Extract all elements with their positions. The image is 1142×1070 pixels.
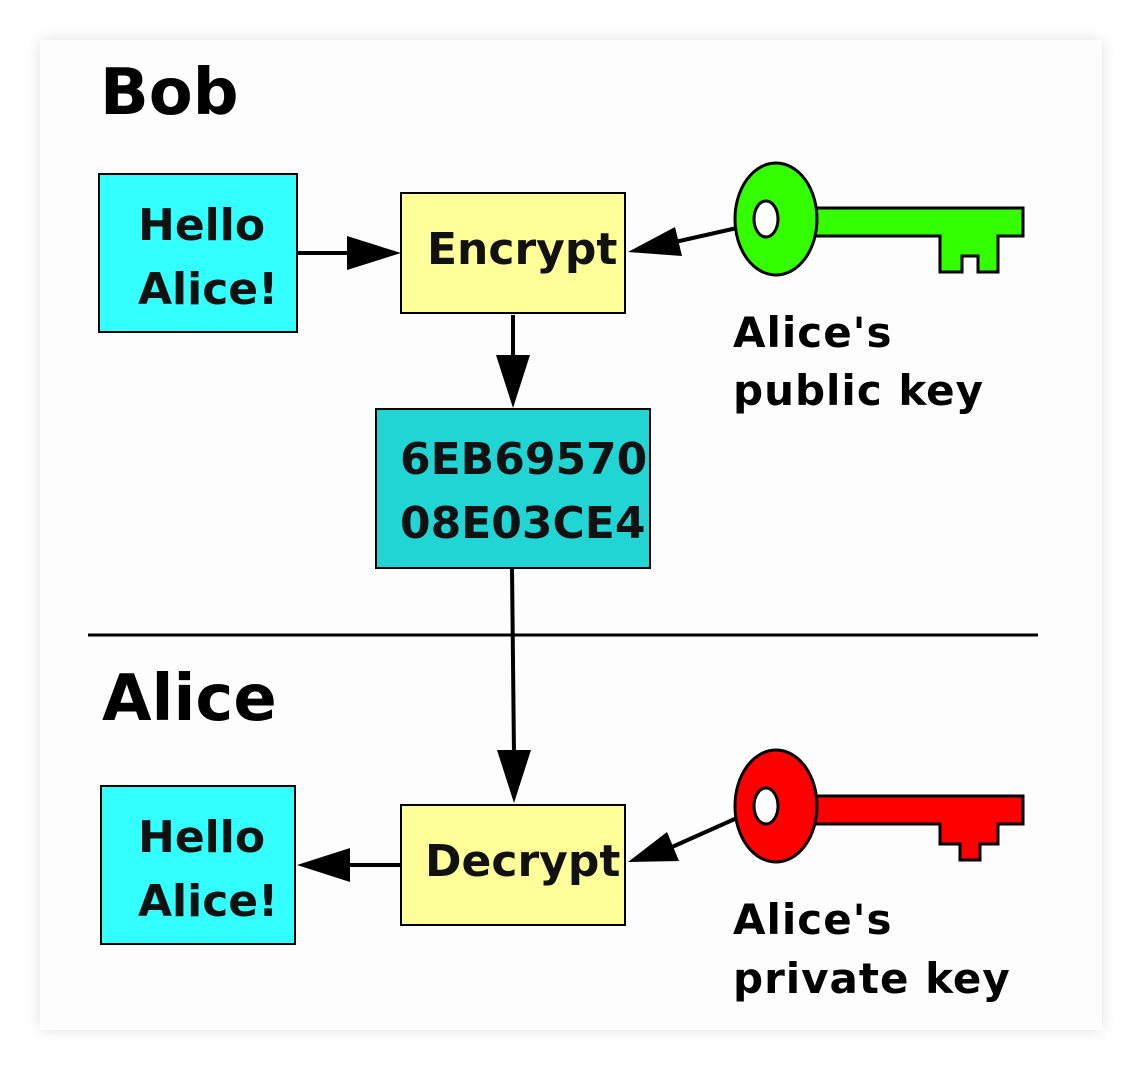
private-key-label-line2: private key (733, 954, 1011, 1003)
public-key-label-line2: public key (733, 366, 984, 415)
encrypt-box (400, 192, 626, 314)
plaintext-bottom-line2: Alice! (138, 876, 278, 927)
arrow-private-key-to-decrypt (628, 816, 738, 862)
public-key-icon (733, 161, 1025, 277)
plaintext-box-top (98, 173, 298, 333)
public-key-label-line1: Alice's (733, 308, 893, 357)
private-key-icon (733, 748, 1025, 864)
arrow-ciphertext-to-decrypt (497, 567, 531, 803)
plaintext-top-line1: Hello (138, 200, 265, 251)
plaintext-box-bottom (100, 785, 296, 945)
ciphertext-box (375, 408, 651, 569)
arrow-plaintext-to-encrypt (298, 236, 401, 270)
private-key-label-line1: Alice's (733, 895, 893, 944)
section-title-bob: Bob (100, 56, 239, 130)
arrow-public-key-to-encrypt (628, 226, 738, 256)
plaintext-bottom-line1: Hello (138, 812, 265, 863)
arrow-encrypt-to-ciphertext (496, 315, 530, 408)
plaintext-top-line2: Alice! (138, 264, 278, 315)
decrypt-label: Decrypt (425, 836, 620, 887)
encrypt-label: Encrypt (427, 224, 617, 275)
ciphertext-line2: 08E03CE4 (400, 498, 645, 549)
arrow-decrypt-to-plaintext (297, 848, 401, 882)
ciphertext-line1: 6EB69570 (400, 434, 647, 485)
section-title-alice: Alice (102, 662, 277, 736)
